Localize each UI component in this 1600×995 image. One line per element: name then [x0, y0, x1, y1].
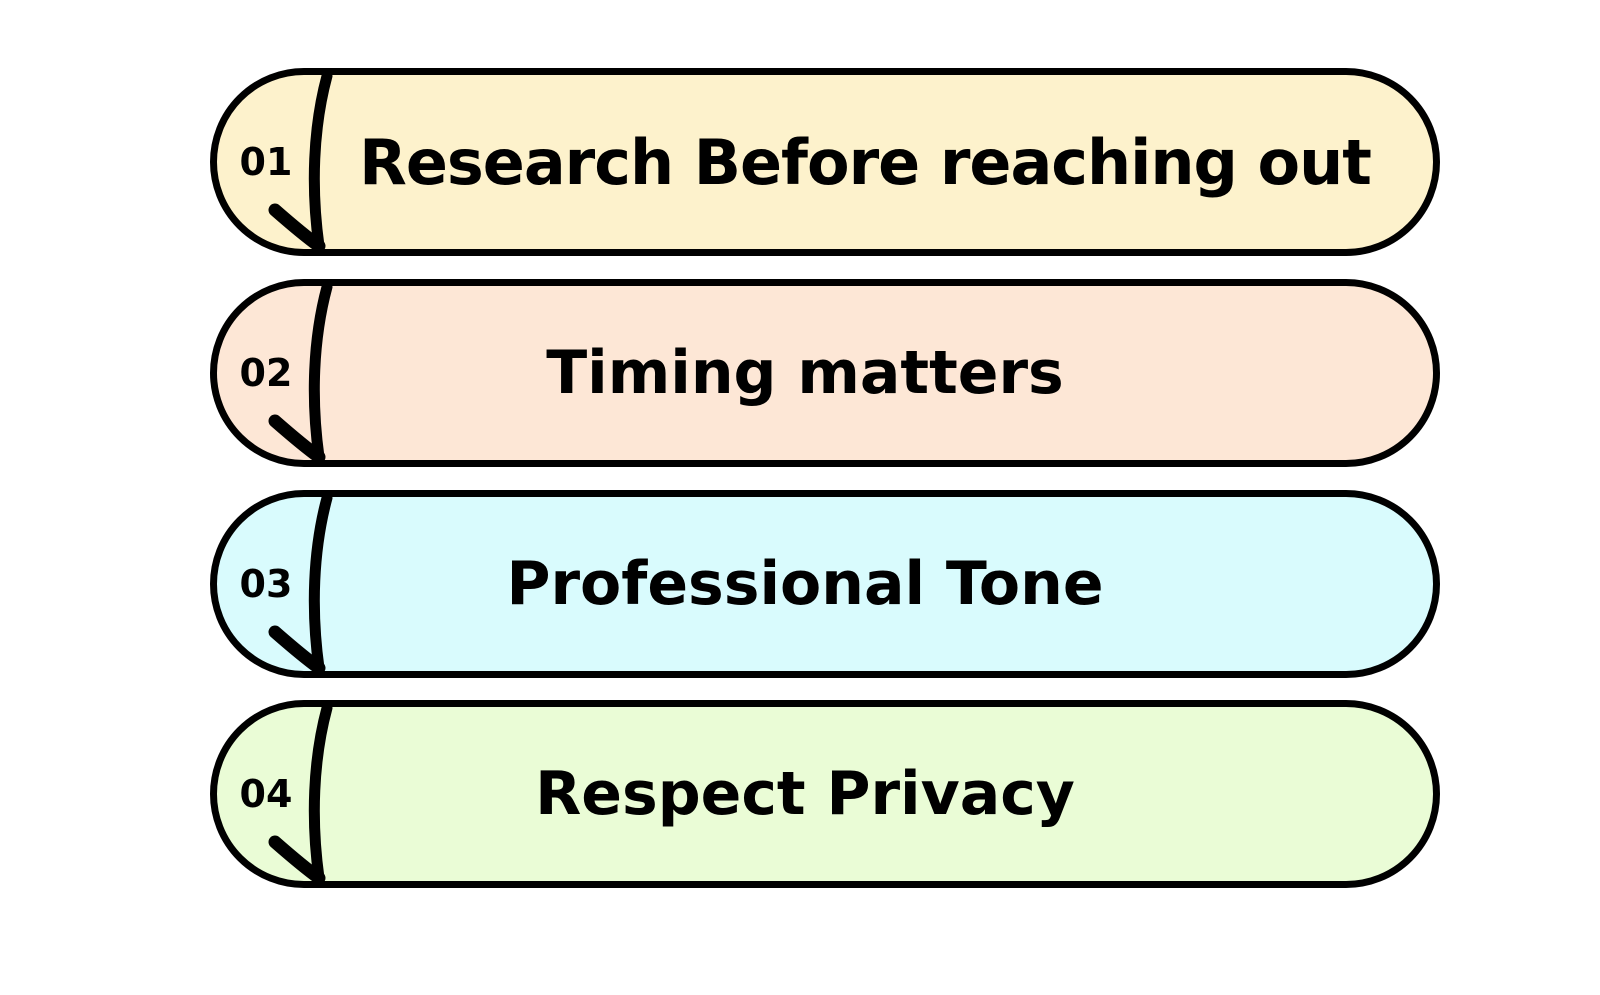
checkmark-arrow-icon: [268, 70, 333, 253]
checkmark-arrow-icon: [268, 492, 333, 675]
step-number: 01: [239, 140, 293, 184]
checkmark-arrow-icon: [268, 281, 333, 464]
step-label: Timing matters: [546, 338, 1064, 408]
step-label: Respect Privacy: [535, 759, 1075, 829]
step-04-pill: 04 Respect Privacy: [210, 700, 1440, 888]
step-number: 03: [239, 562, 293, 606]
step-label: Research Before reaching out: [359, 125, 1372, 199]
step-number: 04: [239, 772, 293, 816]
step-number: 02: [239, 351, 293, 395]
step-03-pill: 03 Professional Tone: [210, 490, 1440, 678]
step-02-pill: 02 Timing matters: [210, 279, 1440, 467]
step-label: Professional Tone: [506, 549, 1104, 619]
checkmark-arrow-icon: [268, 702, 333, 885]
step-01-pill: 01 Research Before reaching out: [210, 68, 1440, 256]
